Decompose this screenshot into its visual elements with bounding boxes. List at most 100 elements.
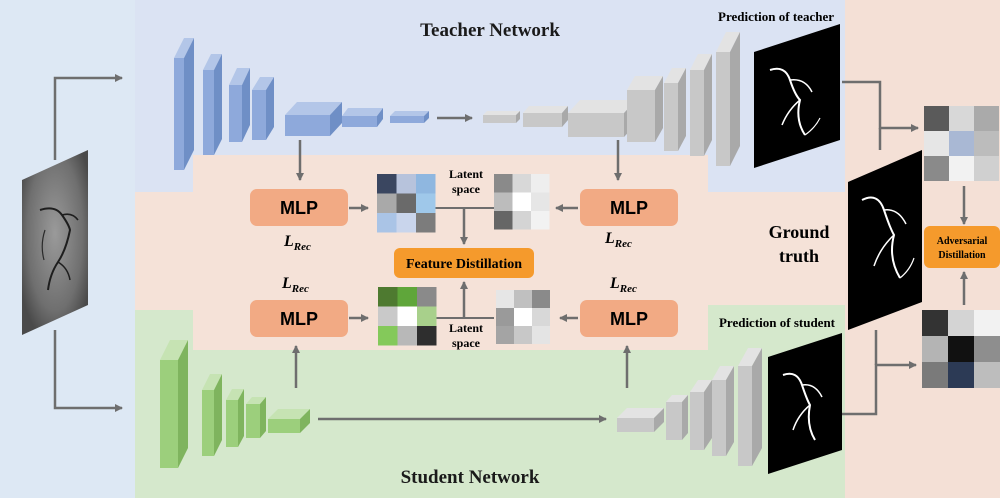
input-arrows: [53, 74, 123, 412]
student-block-4: [246, 397, 266, 438]
svg-text:LRec: LRec: [281, 275, 309, 295]
grid-cell: [948, 310, 974, 336]
lrec-teacher-left-base: L: [283, 233, 294, 250]
adversarial-grid-teacher: [924, 106, 999, 181]
grid-cell: [512, 192, 531, 211]
student-decoder: [617, 348, 762, 466]
lrec-student-left: LRec: [281, 275, 309, 295]
grid-cell: [974, 106, 999, 131]
mlp-teacher-left-label: MLP: [280, 198, 318, 218]
latent-grid-student-left: [378, 287, 437, 346]
teacher-block-4: [252, 77, 274, 140]
ground-truth-label-1: Ground: [769, 222, 830, 242]
grid-cell: [417, 306, 437, 326]
mlp-student-left-label: MLP: [280, 309, 318, 329]
grid-cell: [397, 287, 417, 307]
grid-cell: [512, 174, 531, 193]
student-dec-block-1: [617, 408, 664, 432]
student-encoder: [160, 340, 310, 468]
teacher-block-5: [285, 102, 342, 136]
adversarial-grid-student: [922, 310, 1000, 388]
teacher-block-3: [229, 68, 250, 142]
grid-cell: [397, 306, 417, 326]
grid-cell: [948, 362, 974, 388]
student-dec-block-5: [738, 348, 762, 466]
lrec-student-right-base: L: [609, 275, 620, 292]
mlp-teacher-right-label: MLP: [610, 198, 648, 218]
mlp-teacher-left: MLP: [250, 189, 348, 226]
grid-cell: [922, 362, 948, 388]
grid-cell: [416, 174, 436, 194]
grid-cell: [922, 336, 948, 362]
svg-text:LRec: LRec: [609, 275, 637, 295]
grid-cell: [949, 131, 974, 156]
student-network-title: Student Network: [401, 467, 540, 488]
student-dec-block-3: [690, 380, 712, 450]
grid-cell: [974, 131, 999, 156]
lrec-student-left-sub: Rec: [291, 283, 309, 295]
grid-cell: [531, 174, 550, 193]
grid-cell: [948, 336, 974, 362]
student-dec-block-4: [712, 366, 734, 456]
grid-cell: [417, 326, 437, 346]
grid-cell: [396, 193, 416, 213]
teacher-block-6: [342, 108, 383, 127]
grid-cell: [416, 213, 436, 233]
mlp-teacher-right: MLP: [580, 189, 678, 226]
grid-cell: [496, 290, 514, 308]
ground-truth-label-2: truth: [779, 246, 819, 266]
grid-cell: [531, 211, 550, 230]
grid-cell: [378, 326, 398, 346]
student-block-5: [268, 409, 310, 433]
lrec-student-right-sub: Rec: [619, 283, 637, 295]
mlp-student-right-label: MLP: [610, 309, 648, 329]
input-angiogram-image: [22, 150, 88, 335]
teacher-decoder: [483, 32, 740, 166]
lrec-teacher-right-sub: Rec: [614, 238, 632, 250]
latent-grid-student-right: [496, 290, 550, 344]
grid-cell: [496, 326, 514, 344]
teacher-block-2: [203, 54, 222, 155]
grid-cell: [531, 192, 550, 211]
adversarial-distillation-label-1: Adversarial: [937, 236, 988, 247]
latent-space-top-label-1: Latent: [449, 167, 483, 181]
student-block-2: [202, 374, 222, 456]
grid-cell: [496, 308, 514, 326]
prediction-student-label: Prediction of student: [719, 315, 836, 330]
grid-cell: [494, 192, 513, 211]
grid-cell: [396, 213, 416, 233]
teacher-dec-block-3: [568, 100, 636, 137]
teacher-dec-block-7: [716, 32, 740, 166]
latent-grid-teacher-right: [494, 174, 550, 230]
grid-cell: [396, 174, 416, 194]
adversarial-distillation-label-2: Distillation: [938, 250, 986, 261]
teacher-dec-block-1: [483, 111, 520, 123]
student-dec-block-2: [666, 395, 688, 440]
mlp-student-right: MLP: [580, 300, 678, 337]
grid-cell: [377, 213, 397, 233]
grid-cell: [494, 211, 513, 230]
teacher-block-1: [174, 38, 194, 170]
grid-cell: [416, 193, 436, 213]
teacher-dec-block-2: [523, 106, 568, 127]
adversarial-distillation-box: Adversarial Distillation: [924, 226, 1000, 268]
teacher-dec-block-6: [690, 54, 712, 156]
grid-cell: [512, 211, 531, 230]
feature-distillation-box: Feature Distillation: [394, 248, 534, 278]
mlp-student-left: MLP: [250, 300, 348, 337]
grid-cell: [974, 310, 1000, 336]
grid-cell: [924, 131, 949, 156]
grid-cell: [974, 336, 1000, 362]
teacher-block-7: [390, 111, 429, 123]
teacher-dec-block-4: [627, 76, 663, 142]
latent-space-bottom-label-2: space: [452, 336, 481, 350]
latent-grid-teacher-left: [377, 174, 436, 233]
grid-cell: [532, 290, 550, 308]
grid-cell: [949, 106, 974, 131]
lrec-teacher-right-base: L: [604, 230, 615, 247]
lrec-student-left-base: L: [281, 275, 292, 292]
lrec-student-right: LRec: [609, 275, 637, 295]
grid-cell: [377, 174, 397, 194]
teacher-prediction-image: [754, 24, 840, 168]
